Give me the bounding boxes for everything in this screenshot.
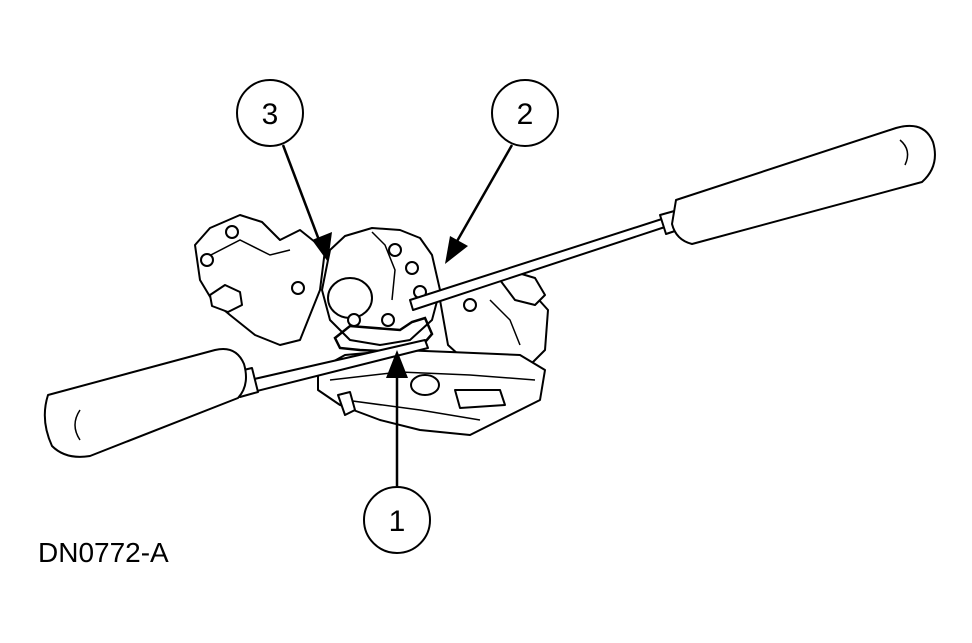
door-latch-icon <box>194 214 549 436</box>
callout-label-3: 3 <box>262 98 279 131</box>
spring-clip-icon <box>333 316 434 354</box>
figure-id-label: DN0772-A <box>38 537 169 568</box>
callout-label-1: 1 <box>389 505 406 538</box>
arrowhead-3 <box>312 232 332 262</box>
arrowhead-1 <box>386 350 408 378</box>
screwdriver-icon <box>409 124 936 311</box>
screwdriver-icon <box>43 339 429 458</box>
callout-label-2: 2 <box>517 98 534 131</box>
callout-2: 2 <box>491 79 559 147</box>
leader-line-3 <box>281 144 324 249</box>
leader-line-2 <box>450 144 514 251</box>
arrowhead-2 <box>445 236 468 264</box>
callout-3: 3 <box>236 79 304 147</box>
callout-1: 1 <box>363 486 431 554</box>
